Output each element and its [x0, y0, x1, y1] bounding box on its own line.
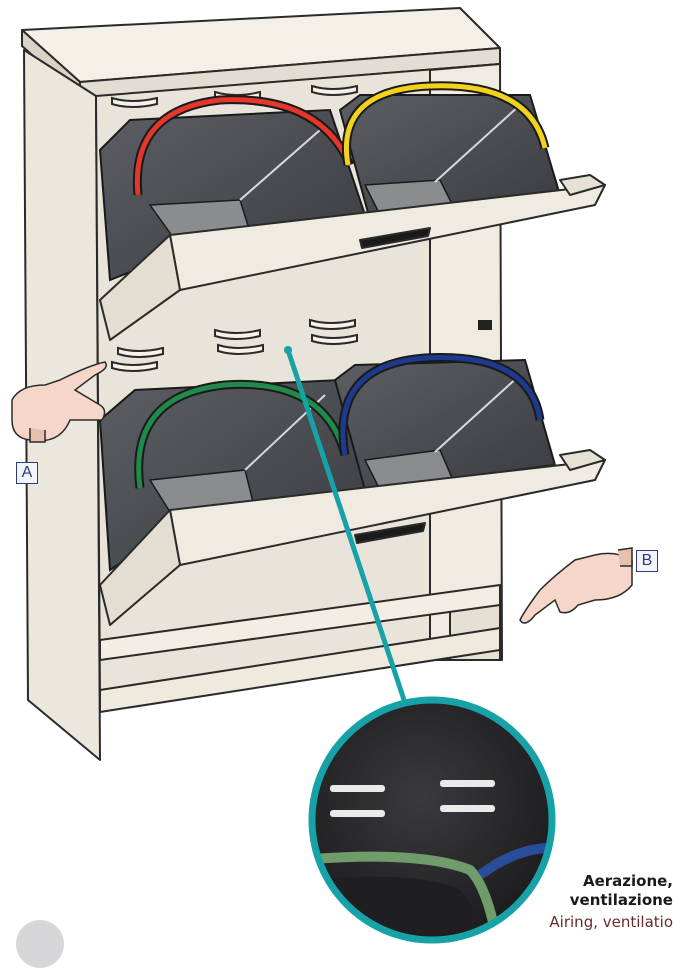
caption-english: Airing, ventilatio [523, 912, 673, 932]
ventilation-caption: Aerazione, ventilazione Airing, ventilat… [523, 872, 673, 932]
caption-italian-line2: ventilazione [523, 891, 673, 910]
callout-label-b: B [636, 550, 658, 572]
page-dot [16, 920, 64, 968]
side-latch [478, 320, 492, 330]
hand-b-icon [520, 548, 632, 623]
callout-label-a: A [16, 462, 38, 484]
zoom-pointer-dot [284, 346, 292, 354]
caption-italian-line1: Aerazione, [523, 872, 673, 891]
